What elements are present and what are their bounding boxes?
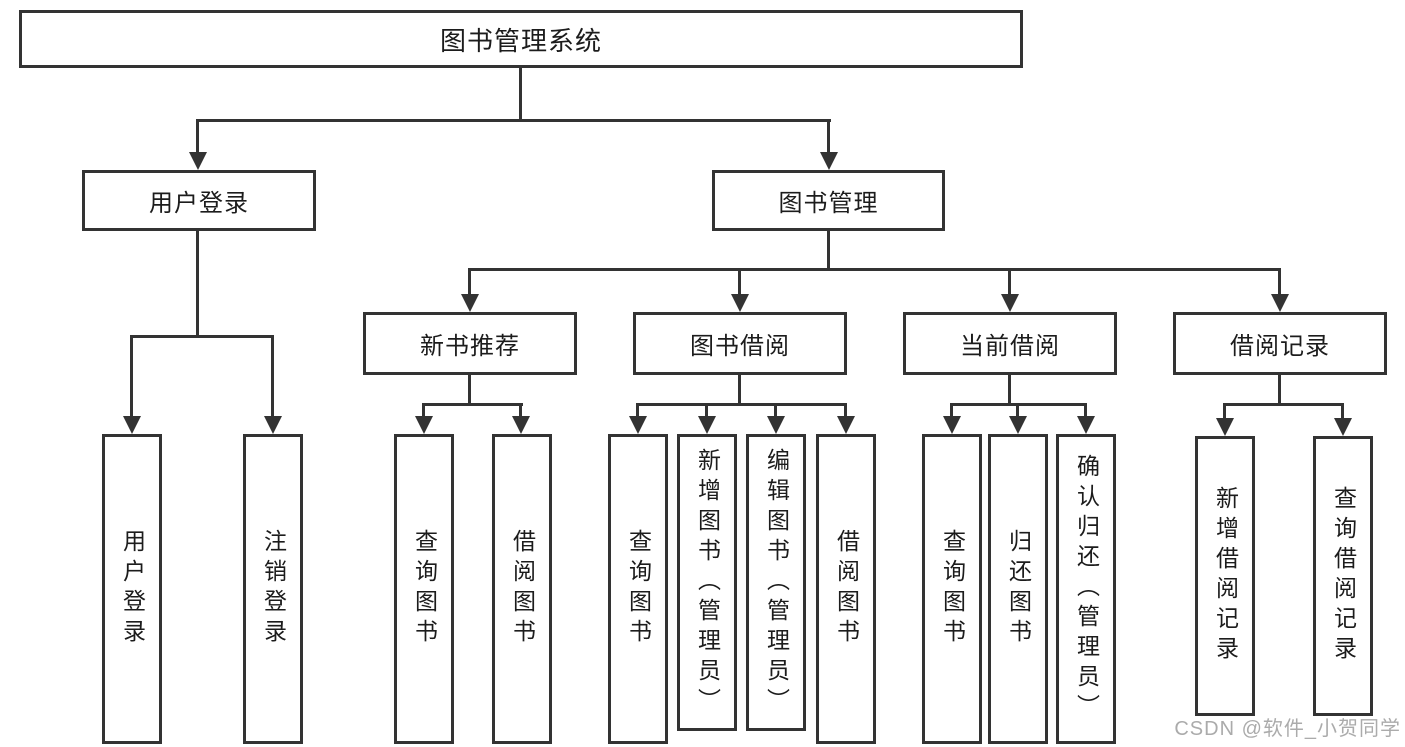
connector-stem <box>1223 403 1226 418</box>
arrowhead <box>943 416 961 434</box>
node-leaf-query-record-label: 查询借阅记录 <box>1330 486 1357 666</box>
arrowhead <box>837 416 855 434</box>
arrowhead <box>1334 418 1352 436</box>
node-leaf-logout: 注销登录 <box>243 434 303 744</box>
connector-root-stem <box>519 68 522 119</box>
connector-stem <box>196 231 199 335</box>
node-book-mgmt-label: 图书管理 <box>778 190 879 217</box>
connector-stem <box>738 268 741 296</box>
arrowhead <box>415 416 433 434</box>
arrowhead <box>1077 416 1095 434</box>
arrowhead <box>461 294 479 312</box>
connector-stem <box>827 231 830 268</box>
arrowhead <box>264 416 282 434</box>
connector-stem <box>705 403 708 418</box>
connector-hline <box>130 335 274 338</box>
arrowhead <box>1216 418 1234 436</box>
arrowhead <box>123 416 141 434</box>
connector-stem <box>1008 268 1011 296</box>
arrowhead <box>1009 416 1027 434</box>
node-leaf-borrow-book-a-label: 借阅图书 <box>509 529 536 649</box>
connector-hline <box>422 403 523 406</box>
connector-stem <box>774 403 777 418</box>
node-leaf-add-record-label: 新增借阅记录 <box>1212 486 1239 666</box>
connector-stem <box>1278 375 1281 403</box>
node-new-book-rec-label: 新书推荐 <box>420 333 520 360</box>
node-book-borrow-label: 图书借阅 <box>690 333 790 360</box>
node-book-mgmt: 图书管理 <box>712 170 945 231</box>
node-leaf-query-book-a-label: 查询图书 <box>411 529 438 649</box>
node-leaf-query-book-b: 查询图书 <box>608 434 668 744</box>
node-leaf-user-login-label: 用户登录 <box>119 529 146 649</box>
connector-stem <box>468 268 471 296</box>
connector-stem <box>1016 403 1019 418</box>
node-leaf-user-login: 用户登录 <box>102 434 162 744</box>
node-leaf-edit-book: 编辑图书（管理员） <box>746 434 806 731</box>
connector-root-hline <box>196 119 831 122</box>
connector-stem <box>1278 268 1281 296</box>
connector-stem <box>738 375 741 403</box>
node-new-book-rec: 新书推荐 <box>363 312 577 375</box>
connector-stem <box>1008 375 1011 403</box>
connector-stem <box>130 335 133 418</box>
node-leaf-query-book-a: 查询图书 <box>394 434 454 744</box>
connector-stem <box>271 335 274 418</box>
node-leaf-return-book: 归还图书 <box>988 434 1048 744</box>
node-borrow-record: 借阅记录 <box>1173 312 1387 375</box>
arrowhead <box>767 416 785 434</box>
node-leaf-logout-label: 注销登录 <box>260 529 287 649</box>
arrowhead <box>1001 294 1019 312</box>
arrowhead <box>512 416 530 434</box>
connector-stem <box>422 403 425 418</box>
arrowhead <box>820 152 838 170</box>
connector-stem <box>1084 403 1087 418</box>
arrowhead <box>731 294 749 312</box>
connector-stem <box>636 403 639 418</box>
node-leaf-borrow-book-a: 借阅图书 <box>492 434 552 744</box>
node-leaf-query-record: 查询借阅记录 <box>1313 436 1373 716</box>
connector-stem <box>519 403 522 418</box>
node-book-borrow: 图书借阅 <box>633 312 847 375</box>
connector-hline <box>1223 403 1344 406</box>
node-user-login-label: 用户登录 <box>149 190 249 217</box>
node-leaf-borrow-book-b: 借阅图书 <box>816 434 876 744</box>
node-current-borrow: 当前借阅 <box>903 312 1117 375</box>
arrowhead <box>629 416 647 434</box>
node-root-label: 图书管理系统 <box>439 25 602 56</box>
connector-stem <box>1341 403 1344 418</box>
node-leaf-borrow-book-b-label: 借阅图书 <box>833 529 860 649</box>
csdn-watermark: CSDN @软件_小贺同学 <box>1174 718 1401 740</box>
connector-stem <box>196 119 199 154</box>
connector-stem <box>844 403 847 418</box>
node-leaf-query-book-c-label: 查询图书 <box>939 529 966 649</box>
connector-hline <box>468 268 1281 271</box>
connector-stem <box>827 119 830 154</box>
node-leaf-edit-book-label: 编辑图书（管理员） <box>763 447 790 718</box>
node-leaf-confirm-return: 确认归还（管理员） <box>1056 434 1116 744</box>
node-user-login: 用户登录 <box>82 170 316 231</box>
node-leaf-query-book-c: 查询图书 <box>922 434 982 744</box>
connector-stem <box>468 375 471 403</box>
node-leaf-add-book: 新增图书（管理员） <box>677 434 737 731</box>
connector-hline <box>636 403 847 406</box>
node-leaf-add-book-label: 新增图书（管理员） <box>694 447 721 718</box>
node-root: 图书管理系统 <box>19 10 1023 68</box>
arrowhead <box>189 152 207 170</box>
connector-stem <box>950 403 953 418</box>
node-current-borrow-label: 当前借阅 <box>960 333 1060 360</box>
node-leaf-query-book-b-label: 查询图书 <box>625 529 652 649</box>
node-leaf-add-record: 新增借阅记录 <box>1195 436 1255 716</box>
node-borrow-record-label: 借阅记录 <box>1230 333 1330 360</box>
node-leaf-confirm-return-label: 确认归还（管理员） <box>1073 454 1100 724</box>
node-leaf-return-book-label: 归还图书 <box>1005 529 1032 649</box>
arrowhead <box>1271 294 1289 312</box>
arrowhead <box>698 416 716 434</box>
